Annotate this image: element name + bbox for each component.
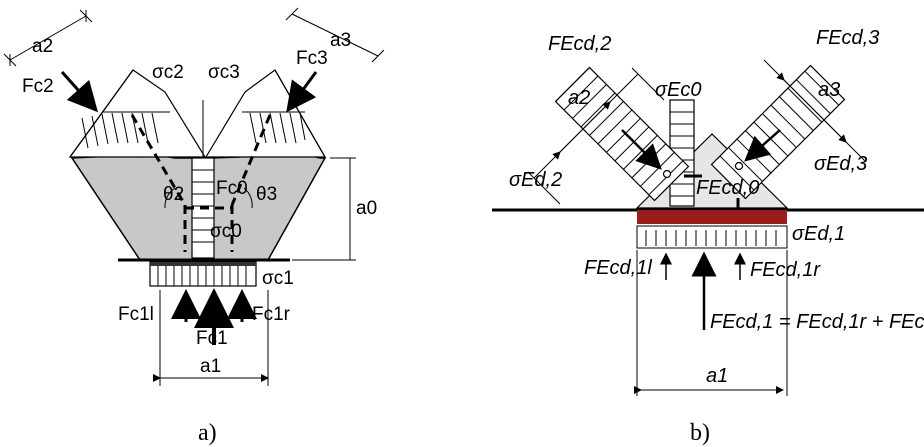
caption-b: b) bbox=[690, 420, 710, 446]
label-b-a2: a2 bbox=[568, 87, 590, 109]
dim-b-a1 bbox=[634, 250, 788, 396]
force-arrow-fc3 bbox=[286, 71, 318, 113]
node-point-left bbox=[662, 169, 672, 179]
label-sigma-c0: σc0 bbox=[210, 221, 242, 242]
label-equation: FEcd,1 = FEcd,1r + FEcd,1l bbox=[710, 311, 924, 333]
figure-a: a2 a3 Fc2 Fc3 σc2 σc3 Fc0 θ2 θ3 σc0 a0 σ… bbox=[3, 7, 385, 446]
label-b-a3: a3 bbox=[818, 79, 840, 101]
dim-a1 bbox=[153, 290, 269, 386]
label-a2: a2 bbox=[32, 36, 53, 57]
strut-lines-a bbox=[130, 114, 272, 252]
label-sigma-c1: σc1 bbox=[262, 268, 294, 289]
label-fc0: Fc0 bbox=[216, 178, 248, 199]
dim-b-a3 bbox=[763, 59, 867, 163]
dim-a0 bbox=[292, 157, 356, 261]
label-a0: a0 bbox=[356, 198, 377, 219]
stress-block-c2 bbox=[68, 69, 207, 158]
label-sigma-ed3: σEd,3 bbox=[814, 153, 867, 175]
label-theta3: θ3 bbox=[256, 184, 277, 205]
bearing-plate-b bbox=[637, 210, 787, 224]
dim-b-a2 bbox=[527, 67, 665, 205]
force-arrow-fc2 bbox=[60, 70, 99, 113]
label-fecd1l: FEcd,1l bbox=[584, 257, 652, 279]
label-sigma-c3: σc3 bbox=[208, 62, 240, 83]
label-fc3: Fc3 bbox=[296, 48, 328, 69]
label-fc2: Fc2 bbox=[22, 76, 54, 97]
bearing-block-a bbox=[149, 261, 257, 287]
label-a1: a1 bbox=[200, 356, 221, 377]
label-theta2: θ2 bbox=[163, 184, 184, 205]
caption-a: a) bbox=[198, 420, 217, 446]
label-fc1l: Fc1l bbox=[118, 304, 154, 325]
label-sigma-c2: σc2 bbox=[152, 62, 184, 83]
node-point-right bbox=[734, 161, 744, 171]
label-fecd0: FEcd,0 bbox=[696, 177, 759, 199]
label-fc1r: Fc1r bbox=[252, 304, 291, 325]
force-arrow-fecd2 bbox=[621, 129, 662, 170]
dim-a3 bbox=[285, 7, 385, 63]
stress-block-ed1 bbox=[636, 225, 788, 249]
label-a3: a3 bbox=[330, 30, 351, 51]
force-arrow-fecd3 bbox=[744, 129, 781, 162]
label-fecd2: FEcd,2 bbox=[548, 33, 611, 55]
label-b-a1: a1 bbox=[706, 365, 728, 387]
angle-theta3-arc bbox=[243, 187, 253, 209]
label-sigma-ed2: σEd,2 bbox=[509, 169, 562, 191]
label-sigma-ec0: σEc0 bbox=[655, 79, 702, 101]
angle-theta2-arc bbox=[164, 187, 176, 209]
label-fecd1r: FEcd,1r bbox=[750, 259, 821, 281]
label-fecd3: FEcd,3 bbox=[816, 27, 879, 49]
figure-b: FEcd,2 FEcd,3 a2 a3 σEc0 σEd,2 σEd,3 FEc… bbox=[492, 27, 924, 446]
label-sigma-ed1: σEd,1 bbox=[792, 223, 845, 245]
dim-a2 bbox=[3, 9, 93, 67]
label-fc1: Fc1 bbox=[196, 328, 228, 349]
